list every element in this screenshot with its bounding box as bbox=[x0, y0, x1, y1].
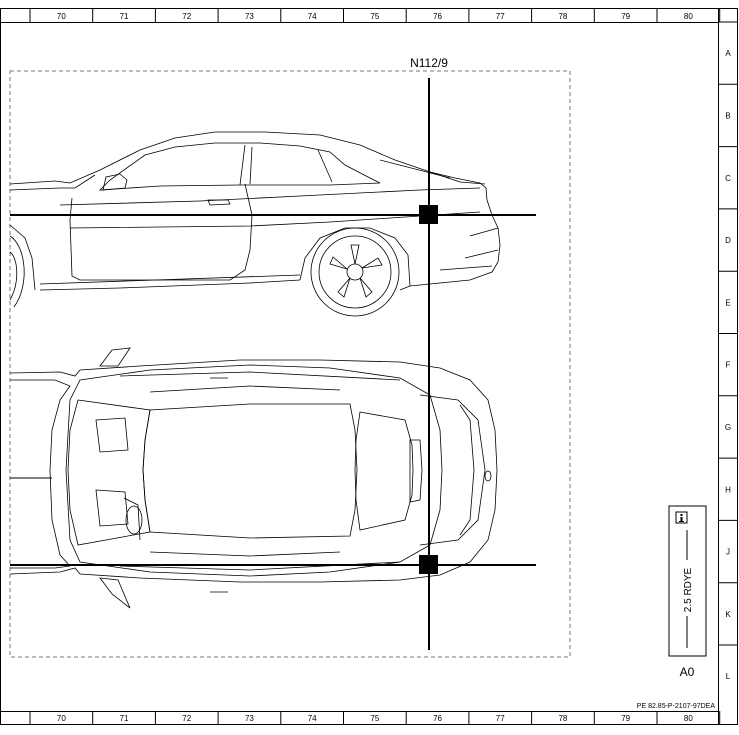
component-marker-top[interactable] bbox=[419, 555, 438, 574]
component-label: N112/9 bbox=[410, 56, 448, 70]
grid-row-label: K bbox=[725, 610, 731, 619]
grid-row-label: J bbox=[726, 548, 730, 557]
right-grid-strip: A B C D E F G H J K L bbox=[718, 8, 737, 724]
grid-column-label: 76 bbox=[433, 12, 442, 21]
grid-column-label: 75 bbox=[370, 12, 379, 21]
grid-column-label: 72 bbox=[182, 714, 191, 723]
wire-size-label: A0 bbox=[680, 665, 695, 679]
info-icon[interactable] bbox=[675, 511, 688, 524]
grid-column-label: 76 bbox=[433, 714, 442, 723]
grid-column-label: 71 bbox=[120, 714, 129, 723]
component-boundary bbox=[9, 70, 571, 658]
grid-column-label: 73 bbox=[245, 12, 254, 21]
grid-row-label: C bbox=[725, 174, 731, 183]
grid-row-label: D bbox=[725, 236, 731, 245]
grid-column-label: 70 bbox=[57, 12, 66, 21]
grid-row-label: B bbox=[725, 111, 730, 120]
grid-column-label: 77 bbox=[496, 12, 505, 21]
bottom-grid-strip: 70 71 72 73 74 75 76 77 78 79 80 bbox=[0, 711, 721, 724]
grid-column-label: 70 bbox=[57, 714, 66, 723]
grid-row-label: H bbox=[725, 485, 731, 494]
grid-column-label: 77 bbox=[496, 714, 505, 723]
grid-column-label: 80 bbox=[684, 12, 693, 21]
grid-row-label: E bbox=[725, 298, 730, 307]
grid-column-label: 72 bbox=[182, 12, 191, 21]
top-grid-strip: 70 71 72 73 74 75 76 77 78 79 80 bbox=[0, 8, 721, 23]
legend-box bbox=[668, 505, 707, 657]
component-marker-side[interactable] bbox=[419, 205, 438, 224]
grid-row-label: G bbox=[725, 423, 731, 432]
grid-row-label: F bbox=[726, 361, 731, 370]
grid-row-label: L bbox=[726, 672, 731, 681]
grid-column-label: 79 bbox=[621, 714, 630, 723]
grid-column-label: 74 bbox=[308, 714, 317, 723]
grid-column-label: 75 bbox=[370, 714, 379, 723]
document-id: PE 82.85-P-2107-97DEA bbox=[637, 703, 716, 710]
grid-column-label: 80 bbox=[684, 714, 693, 723]
grid-row-label: A bbox=[725, 49, 731, 58]
grid-column-label: 78 bbox=[558, 12, 567, 21]
grid-column-label: 78 bbox=[558, 714, 567, 723]
sheet-border bbox=[0, 8, 738, 725]
car-side-view bbox=[10, 132, 500, 316]
wire-spec-label: 2.5 RDYE bbox=[683, 567, 694, 612]
grid-column-label: 74 bbox=[308, 12, 317, 21]
grid-column-label: 79 bbox=[621, 12, 630, 21]
grid-column-label: 71 bbox=[120, 12, 129, 21]
grid-column-label: 73 bbox=[245, 714, 254, 723]
